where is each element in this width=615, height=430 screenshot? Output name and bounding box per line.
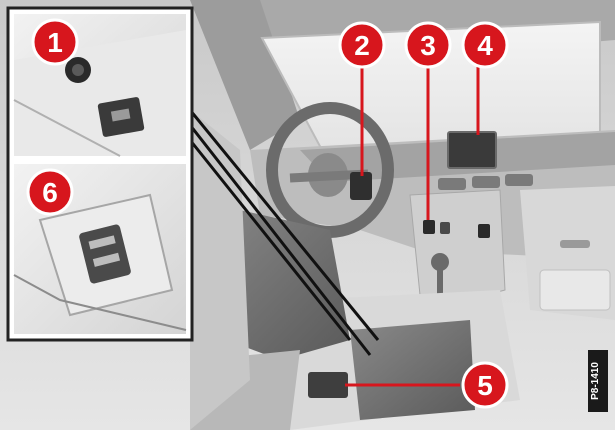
- ignition-slot: [350, 172, 372, 200]
- armrest: [350, 320, 475, 420]
- figure-code-label: P8-1410: [590, 362, 601, 400]
- marker-1: 1: [33, 20, 77, 64]
- marker-2-label: 2: [354, 30, 370, 61]
- marker-6-label: 6: [42, 177, 58, 208]
- air-vent-far-right: [505, 174, 533, 186]
- marker-4-label: 4: [477, 30, 493, 61]
- marker-3-label: 3: [420, 30, 436, 61]
- marker-3: 3: [406, 23, 450, 67]
- console-button-right: [478, 224, 490, 238]
- center-display: [448, 132, 496, 168]
- marker-1-label: 1: [47, 27, 63, 58]
- marker-5: 5: [463, 363, 507, 407]
- marker-4: 4: [463, 23, 507, 67]
- air-vent-left: [438, 178, 466, 190]
- marker-5-label: 5: [477, 370, 493, 401]
- glovebox: [540, 270, 610, 310]
- center-stack: [410, 190, 505, 305]
- console-button-left: [423, 220, 435, 234]
- side-handle: [560, 240, 590, 248]
- gear-knob: [431, 253, 449, 271]
- console-button-mid: [440, 222, 450, 234]
- air-vent-right: [472, 176, 500, 188]
- console-socket-tray: [308, 372, 348, 398]
- marker-2: 2: [340, 23, 384, 67]
- marker-6: 6: [28, 170, 72, 214]
- aux-jack-core: [72, 64, 84, 76]
